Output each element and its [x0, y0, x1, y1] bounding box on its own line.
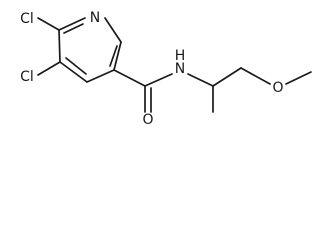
- bond-c5-cl: [37, 61, 61, 76]
- ring-bond-c6-n: [58, 17, 86, 31]
- atom-label-cl-top: Cl: [20, 11, 34, 27]
- ring-double-bond-inner-3: [109, 45, 118, 67]
- ring-bond-c2-c3: [113, 41, 122, 71]
- bond-ch2-o: [240, 67, 271, 85]
- atom-label-amide-h: H: [175, 48, 186, 64]
- ring-double-bond-inner-1: [63, 23, 84, 34]
- ring-bond-c3-c4: [86, 69, 115, 83]
- ring-bond-c4-c5: [59, 61, 88, 83]
- ring-double-bond-inner-2: [65, 57, 87, 75]
- atom-label-carbonyl-o: O: [142, 112, 153, 128]
- ring-bond-c5-c6: [58, 29, 61, 63]
- bond-ring-carbonyl: [113, 69, 146, 87]
- atom-label-cl-bottom: Cl: [20, 69, 34, 85]
- atom-label-amide-n: N: [175, 61, 185, 77]
- bond-n-ch: [187, 73, 214, 87]
- bond-ch-ch2: [212, 67, 242, 87]
- structural-formula: Cl Cl N N H O O: [20, 10, 312, 128]
- atom-label-ring-n: N: [90, 10, 100, 26]
- molecule-figure: Cl Cl N N H O O: [20, 10, 312, 128]
- ring-bond-n-c2: [104, 17, 122, 43]
- bond-o-ch3: [285, 71, 312, 85]
- bond-carbonyl-n: [144, 73, 173, 87]
- atom-label-ether-o: O: [272, 80, 283, 96]
- bond-c6-cl: [37, 17, 60, 31]
